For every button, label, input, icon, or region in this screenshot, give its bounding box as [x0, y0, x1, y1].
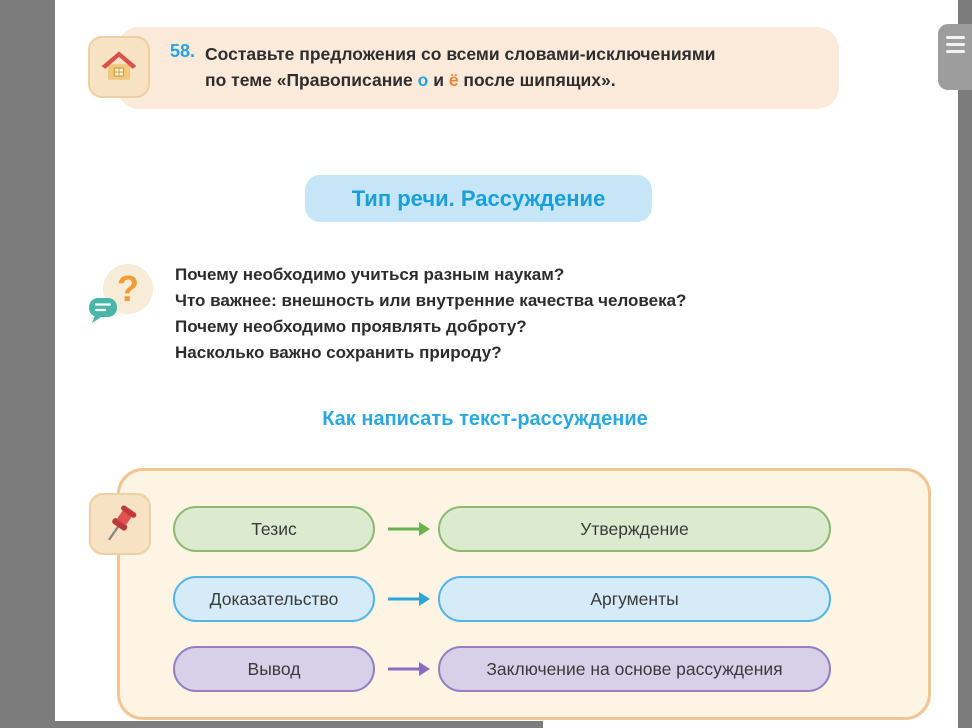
- exercise-line1: Составьте предложения со всеми словами-и…: [205, 44, 716, 64]
- pill-label: Заключение на основе рассуждения: [486, 658, 783, 679]
- question-line: Почему необходимо учиться разным наукам?: [175, 265, 565, 284]
- house-icon: [101, 51, 137, 80]
- scheme-pill-proof: Доказательство: [173, 576, 375, 622]
- exercise-box: 58. Составьте предложения со всеми слова…: [88, 27, 839, 109]
- hamburger-menu-icon: [946, 36, 965, 39]
- scheme-pill-arguments: Аргументы: [438, 576, 831, 622]
- question-line: Что важнее: внешность или внутренние кач…: [175, 291, 687, 310]
- highlighted-letter-yo: ё: [448, 70, 459, 90]
- scheme-pill-final-statement: Заключение на основе рассуждения: [438, 646, 831, 692]
- exercise-number: 58.: [170, 41, 196, 61]
- scheme-pill-statement: Утверждение: [438, 506, 831, 552]
- question-bubble-icon: ?: [83, 258, 159, 334]
- question-line: Насколько важно сохранить природу?: [175, 343, 502, 362]
- house-icon-badge: [88, 36, 150, 98]
- pushpin-icon: [108, 505, 137, 541]
- pill-label: Доказательство: [209, 588, 339, 609]
- question-line: Почему необходимо проявлять доброту?: [175, 317, 527, 336]
- discussion-questions: Почему необходимо учиться разным наукам?…: [175, 262, 855, 366]
- arrow-icon-blue: [388, 592, 430, 606]
- topic-banner-title: Тип речи. Рассуждение: [351, 185, 606, 211]
- exercise-line2: по теме «Правописание о и ё после шипящи…: [205, 70, 616, 90]
- pill-label: Утверждение: [580, 518, 689, 539]
- textbook-page: 58. Составьте предложения со всеми слова…: [55, 0, 958, 728]
- pushpin-icon-badge: [89, 493, 151, 555]
- pill-label: Тезис: [251, 518, 297, 539]
- page-bottom-edge: [55, 721, 543, 728]
- pill-label: Аргументы: [590, 588, 679, 609]
- scheme-pill-thesis: Тезис: [173, 506, 375, 552]
- pill-label: Вывод: [247, 658, 301, 679]
- menu-tab[interactable]: [938, 24, 972, 90]
- scheme-box: Тезис Утверждение Доказательство Аргумен…: [89, 468, 931, 720]
- exercise-text: Составьте предложения со всеми словами-и…: [205, 41, 825, 93]
- topic-banner: Тип речи. Рассуждение: [305, 175, 652, 222]
- section-heading: Как написать текст-рассуждение: [322, 408, 648, 430]
- scheme-pill-conclusion: Вывод: [173, 646, 375, 692]
- svg-text:?: ?: [117, 268, 139, 309]
- arrow-icon-green: [388, 522, 430, 536]
- highlighted-letter-o: о: [417, 70, 429, 90]
- arrow-icon-purple: [388, 662, 430, 676]
